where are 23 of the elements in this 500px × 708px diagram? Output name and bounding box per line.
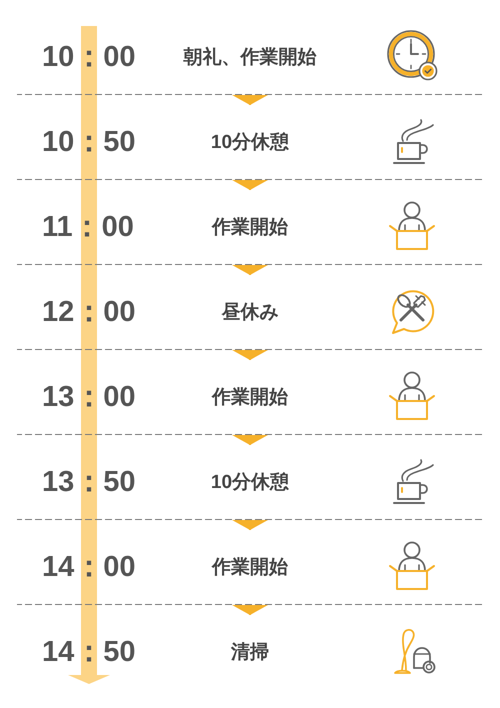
arrow bbox=[232, 265, 268, 275]
activity-text: 作業開始 bbox=[210, 386, 289, 410]
arrow bbox=[232, 520, 268, 530]
time-text: 10：00 bbox=[42, 43, 137, 72]
time-text: 14：50 bbox=[42, 638, 137, 667]
activity-text: 10分休憩 bbox=[210, 470, 290, 494]
time-text: 14：00 bbox=[42, 553, 137, 582]
activity-text: 作業開始 bbox=[210, 556, 289, 580]
time-text: 11：00 bbox=[42, 213, 135, 242]
time-text: 10：50 bbox=[42, 128, 137, 157]
activity-text: 清掃 bbox=[230, 640, 270, 664]
activity-text: 作業開始 bbox=[210, 216, 289, 240]
time-text: 12：00 bbox=[42, 298, 137, 327]
arrow bbox=[232, 95, 268, 105]
arrow bbox=[232, 180, 268, 190]
time-text: 13：00 bbox=[42, 383, 137, 412]
activity-text: 朝礼、作業開始 bbox=[182, 46, 318, 70]
time-text: 13：50 bbox=[42, 468, 137, 497]
arrow bbox=[232, 435, 268, 445]
activity-text: 10分休憩 bbox=[210, 130, 290, 154]
arrow bbox=[232, 350, 268, 360]
arrow bbox=[232, 605, 268, 615]
activity-text: 昼休み bbox=[220, 300, 280, 324]
